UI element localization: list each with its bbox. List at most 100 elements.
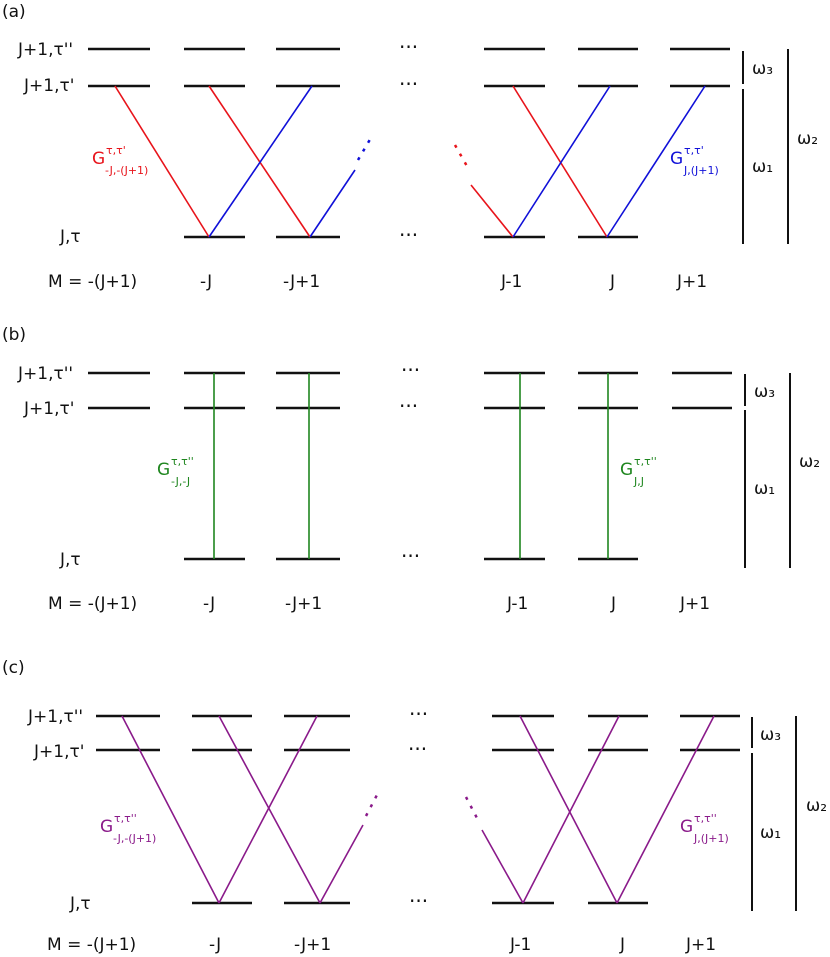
coupling-symbol: G (620, 460, 633, 480)
panel-c-ellipsis: ··· (408, 737, 427, 761)
panel-c-coupling-label-right: G τ,τ'' J,(J+1) (680, 812, 729, 845)
panel-a-ellipsis: ··· (399, 35, 418, 59)
coupling-symbol: G (92, 149, 105, 169)
panel-c-level-upper1-label: J+1,τ' (33, 742, 84, 762)
panel-c-m-value: J (619, 935, 625, 955)
coupling-superscript: τ,τ'' (694, 812, 717, 825)
panel-c-omega1: ω₁ (760, 823, 781, 843)
panel-a-level-lower-label: J,τ (59, 227, 81, 247)
panel-c-m-label: M = -(J+1) (47, 935, 136, 955)
panel-c-omega3: ω₃ (760, 725, 781, 745)
panel-c-transition-purple (616, 715, 715, 904)
coupling-superscript: τ,τ'' (634, 455, 657, 468)
panel-c-m-value: J+1 (685, 935, 716, 955)
coupling-subscript: -J,-(J+1) (105, 164, 148, 177)
coupling-symbol: G (157, 460, 170, 480)
panel-a-coupling-label-left: G τ,τ' -J,-(J+1) (92, 144, 148, 177)
coupling-subscript: J,(J+1) (693, 832, 729, 845)
panel-c-transitions (121, 715, 715, 904)
panel-b-coupling-label-right: G τ,τ'' J,J (620, 455, 657, 488)
panel-a-level-upper2-label: J+1,τ'' (17, 40, 73, 60)
panel-a-coupling-label-right: G τ,τ' J,(J+1) (670, 144, 719, 177)
panel-b: (b) J+1,τ'' J+1,τ' J,τ (2, 325, 820, 614)
panel-c-m-value: -J+1 (294, 935, 331, 955)
panel-a-transition-red (470, 184, 514, 238)
panel-c-omega-brackets (751, 716, 797, 911)
panel-c-transition-purple (464, 796, 480, 821)
panel-a-label: (a) (2, 2, 26, 22)
panel-c-transition-purple (218, 715, 321, 904)
coupling-symbol: G (670, 149, 683, 169)
panel-a-omega2: ω₂ (797, 129, 818, 149)
panel-c-transition-purple (481, 829, 524, 904)
panel-a-m-value: J+1 (676, 272, 707, 292)
panel-b-m-value: -J+1 (285, 594, 322, 614)
panel-c-m-value: -J (209, 935, 221, 955)
coupling-superscript: τ,τ' (106, 144, 126, 157)
coupling-superscript: τ,τ'' (114, 812, 137, 825)
panel-b-m-value: J-1 (506, 594, 528, 614)
panel-c-transition-purple (319, 824, 364, 904)
panel-a-transition-red (114, 85, 210, 238)
coupling-superscript: τ,τ' (684, 144, 704, 157)
panel-c-transition-purple (522, 715, 620, 904)
panel-b-ellipsis: ··· (401, 544, 420, 568)
panel-a-m-value: -J+1 (283, 272, 320, 292)
panel-a-m-value: -J (200, 272, 212, 292)
panel-a-m-value: J (609, 272, 615, 292)
panel-a-omega-brackets (742, 49, 789, 244)
panel-a-transition-red (512, 85, 608, 238)
panel-c: (c) J+1,τ'' J+1,τ' J,τ (2, 658, 827, 955)
coupling-subscript: J,(J+1) (683, 164, 719, 177)
panel-a-transition-blue (309, 169, 356, 238)
panel-a-m-value: J-1 (500, 272, 522, 292)
panel-b-level-lower-label: J,τ (59, 550, 81, 570)
panel-a-level-upper1-label: J+1,τ' (23, 76, 74, 96)
coupling-subscript: -J,-(J+1) (113, 832, 156, 845)
panel-c-transition-purple (364, 792, 380, 817)
panel-b-label: (b) (2, 325, 26, 345)
panel-b-level-upper1-label: J+1,τ' (23, 399, 74, 419)
panel-c-transition-purple (121, 715, 220, 904)
coupling-superscript: τ,τ'' (171, 455, 194, 468)
coupling-symbol: G (100, 817, 113, 837)
panel-a-omega1: ω₁ (752, 157, 773, 177)
panel-b-ellipsis: ··· (399, 394, 418, 418)
panel-b-m-label: M = -(J+1) (48, 594, 137, 614)
panel-a-ellipsis: ··· (399, 72, 418, 96)
panel-a: (a) J+1,τ'' J+1,τ' J,τ (2, 2, 818, 292)
panel-b-omega1: ω₁ (754, 479, 775, 499)
panel-c-coupling-label-left: G τ,τ'' -J,-(J+1) (100, 812, 156, 845)
panel-a-levels (88, 47, 730, 239)
panel-b-m-value: J+1 (679, 594, 710, 614)
panel-c-transition-purple (519, 715, 618, 904)
panel-a-transition-blue (208, 85, 313, 238)
panel-c-label: (c) (2, 658, 25, 678)
coupling-symbol: G (680, 817, 693, 837)
panel-b-coupling-label-left: G τ,τ'' -J,-J (157, 455, 194, 488)
panel-b-m-value: J (610, 594, 616, 614)
panel-a-ellipsis: ··· (399, 223, 418, 247)
panel-a-transition-red (208, 85, 311, 238)
panel-b-m-value: -J (203, 594, 215, 614)
panel-b-transitions (213, 373, 609, 559)
panel-a-transition-red (453, 144, 470, 169)
panel-a-omega3: ω₃ (752, 59, 773, 79)
coupling-subscript: -J,-J (171, 475, 190, 488)
panel-a-transition-blue (356, 135, 374, 161)
panel-a-m-label: M = -(J+1) (48, 272, 137, 292)
panel-b-level-upper2-label: J+1,τ'' (17, 364, 73, 384)
coupling-subscript: J,J (633, 475, 644, 488)
panel-c-m-value: J-1 (509, 935, 531, 955)
panel-c-level-lower-label: J,τ (69, 894, 91, 914)
panel-b-omega-brackets (744, 373, 791, 568)
panel-c-transition-purple (218, 715, 318, 904)
panel-a-transition-blue (512, 85, 611, 238)
panel-a-transitions (114, 85, 706, 238)
panel-c-ellipsis: ··· (409, 702, 428, 726)
panel-c-ellipsis: ··· (409, 889, 428, 913)
panel-b-omega3: ω₃ (754, 382, 775, 402)
panel-c-omega2: ω₂ (806, 796, 827, 816)
panel-b-omega2: ω₂ (799, 452, 820, 472)
